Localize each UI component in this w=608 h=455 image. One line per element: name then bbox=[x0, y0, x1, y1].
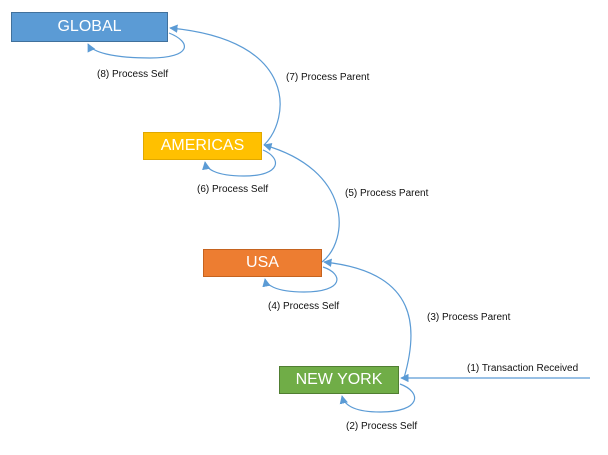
edge-usa-self bbox=[262, 266, 338, 293]
edge-global-self bbox=[87, 32, 185, 59]
edge-newyork-to-usa bbox=[323, 258, 412, 379]
edge-usa-to-americas bbox=[263, 143, 340, 263]
step-label-usa-process-self: (4) Process Self bbox=[268, 301, 340, 312]
step-label-newyork-process-parent: (3) Process Parent bbox=[427, 312, 511, 323]
step-label-americas-process-parent: (7) Process Parent bbox=[286, 72, 370, 83]
node-usa: USA bbox=[203, 249, 322, 277]
step-label-usa-process-parent: (5) Process Parent bbox=[345, 188, 429, 199]
edge-americas-to-global bbox=[169, 24, 281, 146]
node-new-york-label: NEW YORK bbox=[295, 371, 383, 388]
step-label-americas-process-self: (6) Process Self bbox=[197, 184, 269, 195]
edge-americas-self bbox=[202, 149, 277, 177]
node-global: GLOBAL bbox=[11, 12, 168, 42]
step-label-global-process-self: (8) Process Self bbox=[97, 69, 169, 80]
node-new-york: NEW YORK bbox=[279, 366, 399, 394]
node-americas: AMERICAS bbox=[143, 132, 262, 160]
edge-newyork-self bbox=[339, 383, 416, 413]
step-label-transaction-received: (1) Transaction Received bbox=[467, 363, 579, 374]
node-americas-label: AMERICAS bbox=[160, 137, 245, 154]
node-usa-label: USA bbox=[246, 254, 279, 271]
node-global-label: GLOBAL bbox=[57, 18, 122, 35]
step-label-newyork-process-self: (2) Process Self bbox=[346, 421, 418, 432]
